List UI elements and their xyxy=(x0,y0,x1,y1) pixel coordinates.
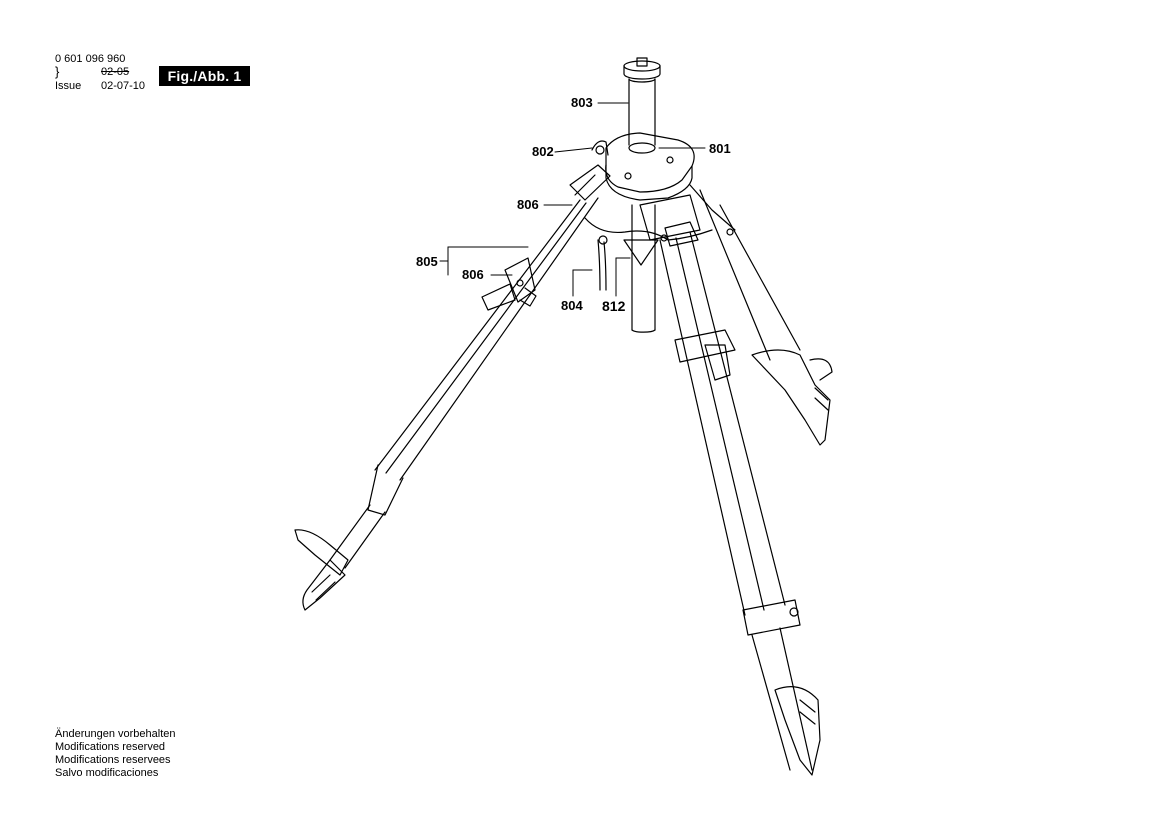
issue-label: Issue xyxy=(55,80,82,92)
figure-label: Fig./Abb. 1 xyxy=(159,66,250,86)
arrow-812 xyxy=(623,239,659,266)
right-front-leg xyxy=(639,194,821,776)
part-number: 0 601 096 960 xyxy=(55,53,126,65)
callout-802: 802 xyxy=(532,144,554,159)
chain-804 xyxy=(584,217,713,291)
issue-date: 02-07-10 xyxy=(101,80,146,92)
right-back-leg xyxy=(689,184,833,446)
callout-801: 801 xyxy=(709,141,731,156)
callout-806-lower: 806 xyxy=(462,267,484,282)
callout-803: 803 xyxy=(571,95,593,110)
issue-brace: } xyxy=(55,64,60,79)
center-column xyxy=(623,57,661,333)
old-date: 02-05 xyxy=(101,66,130,78)
footer-line-de: Änderungen vorbehalten xyxy=(55,728,176,740)
footer-line-en: Modifications reserved xyxy=(55,741,166,753)
callout-804: 804 xyxy=(561,298,583,313)
callout-812: 812 xyxy=(602,298,626,314)
leader-lines xyxy=(439,102,706,297)
callout-805: 805 xyxy=(416,254,438,269)
footer-line-fr: Modifications reservees xyxy=(55,754,171,766)
callout-806-upper: 806 xyxy=(517,197,539,212)
footer-notes: Änderungen vorbehalten Modifications res… xyxy=(55,728,175,780)
left-leg xyxy=(294,164,611,611)
footer-line-es: Salvo modificaciones xyxy=(55,767,159,779)
head-plate xyxy=(591,132,695,201)
